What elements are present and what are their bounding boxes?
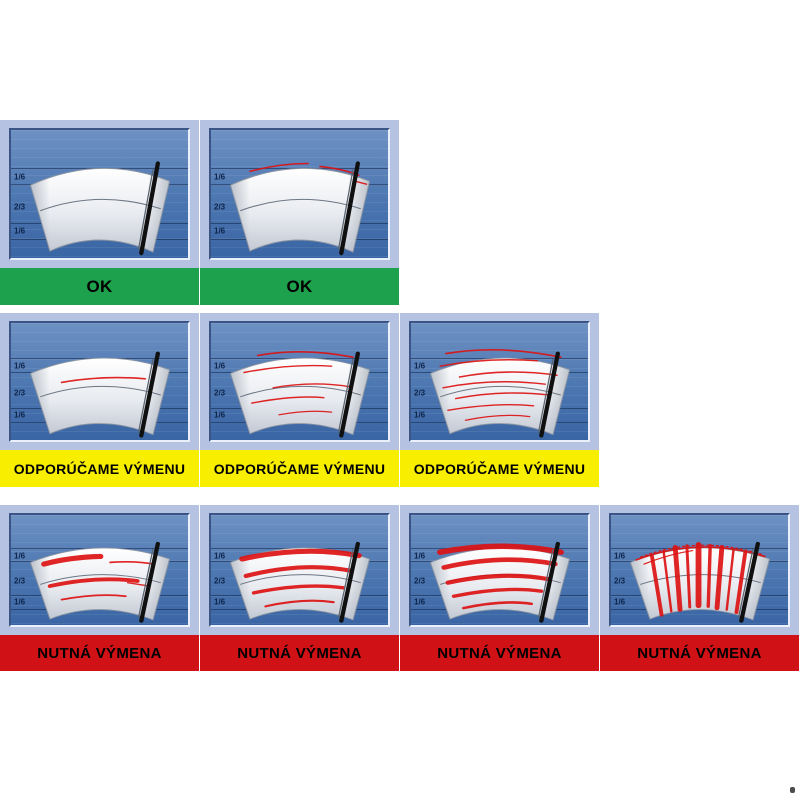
scale-fraction-label: 1/6 [414, 361, 426, 371]
wear-cell-recommend-1: 1/6 2/3 1/6 [200, 313, 399, 487]
scale-fraction-label: 1/6 [14, 226, 26, 236]
wear-cell-ok-1: 1/6 2/3 1/6 [200, 120, 399, 305]
status-band-required: NUTNÁ VÝMENA [600, 635, 799, 671]
status-band-required: NUTNÁ VÝMENA [0, 635, 199, 671]
scale-fraction-label: 2/3 [414, 576, 426, 586]
wiper-image-panel: 1/6 2/3 1/6 [400, 505, 599, 635]
scale-fraction-label: 2/3 [414, 388, 426, 398]
scale-fraction-label: 2/3 [214, 576, 226, 586]
wear-cell-required-1: 1/6 2/3 1/6 [200, 505, 399, 671]
wear-cell-recommend-2: 1/6 2/3 1/6 [400, 313, 599, 487]
scale-fraction-label: 2/3 [214, 202, 226, 212]
wiper-fan-illustration [411, 323, 588, 440]
scale-fraction-label: 2/3 [14, 202, 26, 212]
wiper-window: 1/6 2/3 1/6 [409, 321, 590, 442]
wiper-image-panel: 1/6 2/3 1/6 [0, 120, 199, 268]
scale-fraction-label: 1/6 [414, 410, 426, 420]
wiper-image-panel: 1/6 2/3 1/6 [200, 120, 399, 268]
status-band-required: NUTNÁ VÝMENA [200, 635, 399, 671]
wiper-image-panel: 1/6 2/3 1/6 [600, 505, 799, 635]
wear-cell-required-2: 1/6 2/3 1/6 [400, 505, 599, 671]
wear-cell-required-0: 1/6 2/3 1/6 [0, 505, 199, 671]
wiper-window: 1/6 2/3 1/6 [609, 513, 790, 627]
wiper-image-panel: 1/6 2/3 1/6 [200, 313, 399, 450]
wiper-fan-illustration [411, 515, 588, 625]
wear-cell-recommend-0: 1/6 2/3 1/6 [0, 313, 199, 487]
scale-fraction-label: 1/6 [414, 551, 426, 561]
status-band-recommend: ODPORÚČAME VÝMENU [200, 450, 399, 487]
scale-fraction-label: 1/6 [14, 410, 26, 420]
status-band-recommend: ODPORÚČAME VÝMENU [0, 450, 199, 487]
scale-fraction-label: 1/6 [214, 551, 226, 561]
status-band-required: NUTNÁ VÝMENA [400, 635, 599, 671]
wiper-window: 1/6 2/3 1/6 [209, 128, 390, 260]
scale-fraction-label: 2/3 [614, 576, 626, 586]
wiper-image-panel: 1/6 2/3 1/6 [0, 505, 199, 635]
wiper-fan-illustration [11, 130, 188, 258]
wiper-image-panel: 1/6 2/3 1/6 [0, 313, 199, 450]
wiper-fan-illustration [11, 515, 188, 625]
scale-fraction-label: 1/6 [614, 597, 626, 607]
wiper-image-panel: 1/6 2/3 1/6 [200, 505, 399, 635]
scale-fraction-label: 1/6 [14, 597, 26, 607]
scale-fraction-label: 2/3 [214, 388, 226, 398]
scale-fraction-label: 1/6 [14, 551, 26, 561]
wear-cell-ok-0: 1/6 2/3 1/6 [0, 120, 199, 305]
wiper-window: 1/6 2/3 1/6 [9, 128, 190, 260]
wiper-window: 1/6 2/3 1/6 [209, 513, 390, 627]
status-band-ok: OK [0, 268, 199, 305]
wiper-fan-illustration [611, 515, 788, 625]
scale-fraction-label: 1/6 [14, 172, 26, 182]
scale-fraction-label: 1/6 [214, 361, 226, 371]
wiper-window: 1/6 2/3 1/6 [9, 513, 190, 627]
scale-fraction-label: 1/6 [414, 597, 426, 607]
wiper-window: 1/6 2/3 1/6 [9, 321, 190, 442]
wiper-fan-illustration [11, 323, 188, 440]
wiper-fan-illustration [211, 130, 388, 258]
wear-cell-required-3: 1/6 2/3 1/6 [600, 505, 799, 671]
wiper-fan-illustration [211, 323, 388, 440]
wiper-image-panel: 1/6 2/3 1/6 [400, 313, 599, 450]
wiper-window: 1/6 2/3 1/6 [409, 513, 590, 627]
scale-fraction-label: 2/3 [14, 576, 26, 586]
wiper-fan-illustration [211, 515, 388, 625]
wiper-window: 1/6 2/3 1/6 [209, 321, 390, 442]
scale-fraction-label: 1/6 [214, 410, 226, 420]
scale-fraction-label: 1/6 [214, 172, 226, 182]
scale-fraction-label: 1/6 [214, 226, 226, 236]
corner-mark [790, 787, 795, 793]
scale-fraction-label: 1/6 [214, 597, 226, 607]
scale-fraction-label: 1/6 [14, 361, 26, 371]
status-band-ok: OK [200, 268, 399, 305]
scale-fraction-label: 2/3 [14, 388, 26, 398]
status-band-recommend: ODPORÚČAME VÝMENU [400, 450, 599, 487]
scale-fraction-label: 1/6 [614, 551, 626, 561]
